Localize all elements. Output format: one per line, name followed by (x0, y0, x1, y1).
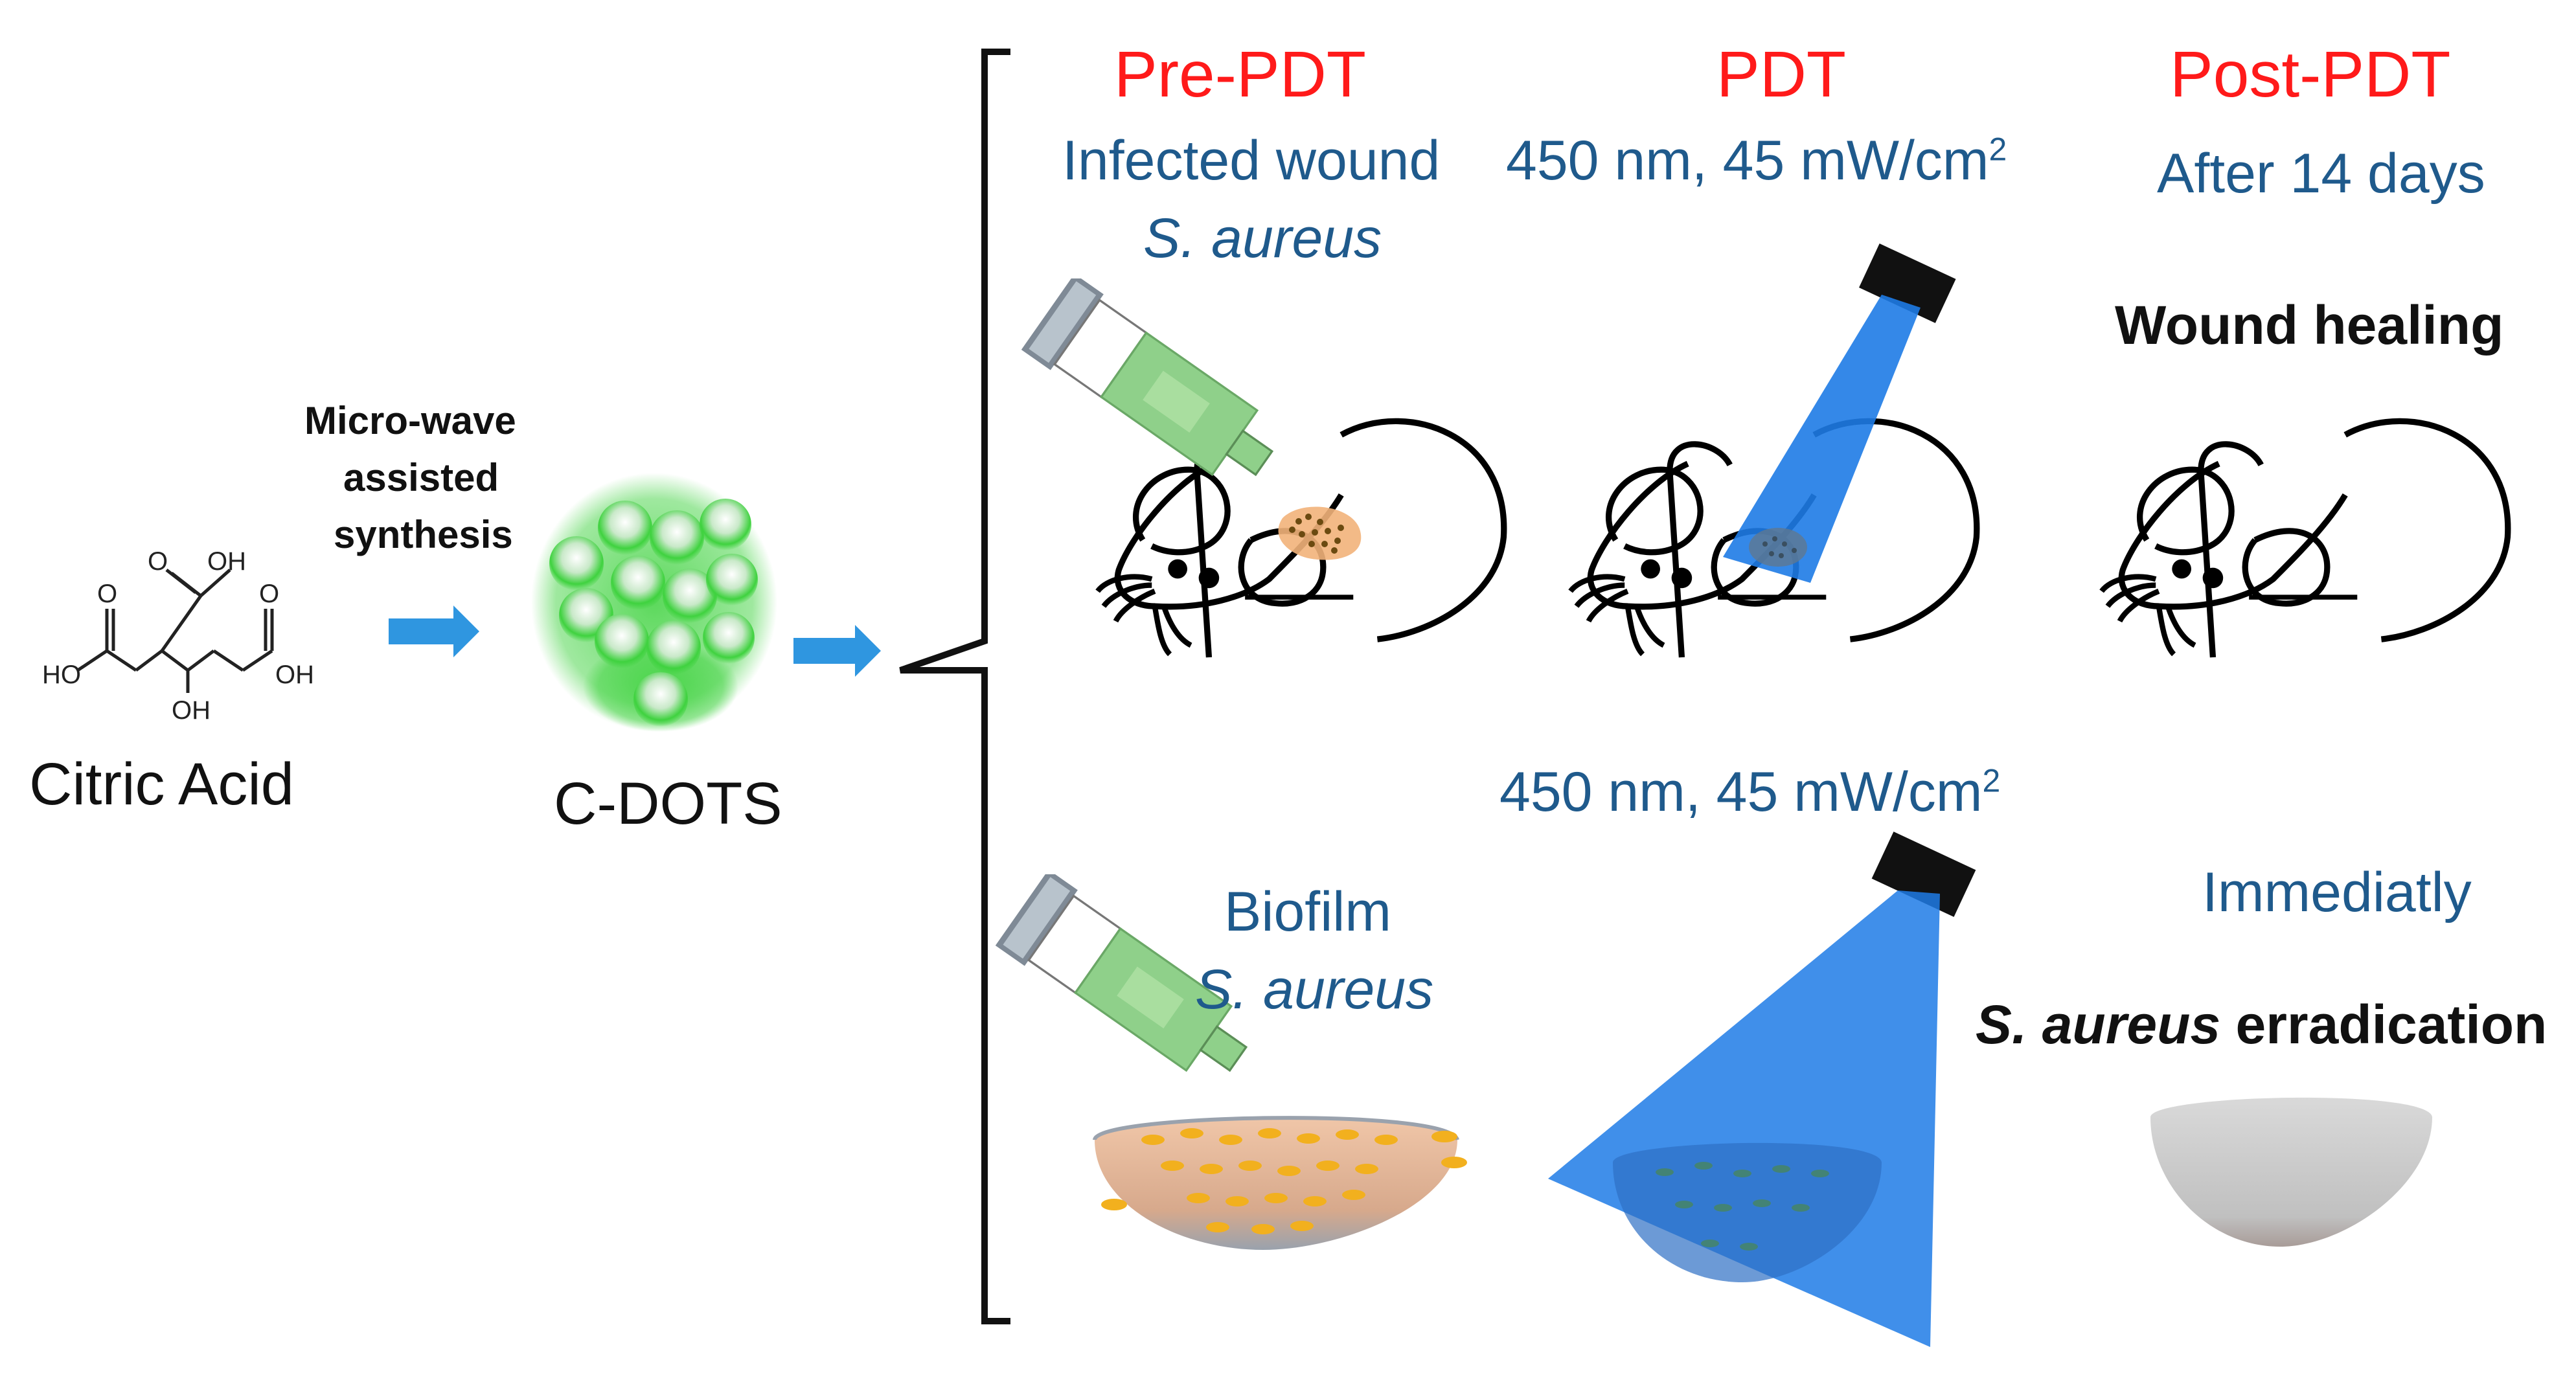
petri-dish-icon (1093, 1116, 1467, 1250)
post-bottom-result-italic: S. aureus (1976, 994, 2221, 1055)
petri-dish-icon (1613, 1142, 1882, 1282)
pdt-top-param-text: 450 nm, 45 mW/cm (1506, 130, 1989, 192)
pdt-title: PDT (1716, 38, 1846, 111)
arrow-right-icon (793, 625, 881, 677)
atom-o3: O (259, 580, 279, 608)
infected-wound-patch (1278, 506, 1362, 560)
atom-oh-right: OH (275, 661, 314, 689)
post-top-result: Wound healing (2115, 295, 2504, 356)
post-pdt-title: Post-PDT (2170, 38, 2451, 111)
process-line-3: synthesis (334, 513, 513, 556)
syringe-icon (1020, 278, 1292, 492)
mouse-icon (2102, 421, 2508, 657)
citric-acid-structure (76, 569, 274, 693)
bracket (899, 49, 1010, 1324)
pre-bottom-line2: S. aureus (1195, 958, 1434, 1021)
process-line-1: Micro-wave (304, 399, 516, 442)
lamp-icon (1871, 832, 1976, 917)
atom-o1: O (97, 580, 117, 608)
pdt-bottom-param-sup: 2 (1982, 762, 2001, 799)
cdots-label: C-DOTS (554, 771, 782, 837)
post-bottom-result-rest: erradication (2220, 994, 2548, 1055)
pdt-top-param-sup: 2 (1989, 131, 2007, 168)
arrow-right-icon (389, 606, 479, 657)
petri-dish-icon (2150, 1097, 2432, 1247)
atom-oh-center: OH (172, 696, 211, 725)
post-bottom-result: S. aureus erradication (1976, 997, 2547, 1052)
atom-o2: O (148, 547, 168, 576)
light-beam (1723, 295, 1921, 583)
treated-wound-patch (1749, 528, 1807, 567)
process-line-2: assisted (343, 456, 499, 499)
atom-ho-left: HO (42, 661, 81, 689)
pre-top-line2: S. aureus (1143, 207, 1382, 269)
post-top-line1: After 14 days (2157, 142, 2485, 205)
pre-top-line1: Infected wound (1062, 130, 1441, 192)
atom-oh-top: OH (207, 547, 246, 576)
post-bottom-line1: Immediatly (2202, 861, 2472, 923)
pdt-bottom-param: 450 nm, 45 mW/cm2 (1499, 764, 2000, 820)
lamp-icon (1859, 243, 1956, 323)
citric-acid-label: Citric Acid (29, 751, 294, 817)
carbon-dots-cluster (531, 473, 777, 732)
pre-pdt-title: Pre-PDT (1114, 38, 1366, 111)
pdt-top-param: 450 nm, 45 mW/cm2 (1506, 133, 2007, 188)
pdt-bottom-param-text: 450 nm, 45 mW/cm (1499, 761, 1983, 823)
pre-bottom-line1: Biofilm (1224, 881, 1392, 943)
